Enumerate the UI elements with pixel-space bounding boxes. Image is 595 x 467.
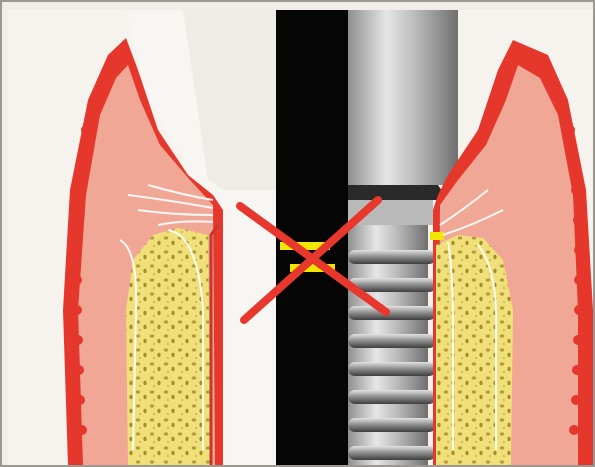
implant-abutment xyxy=(348,10,458,185)
implant-panel xyxy=(348,10,593,465)
illustration-svg xyxy=(8,10,593,465)
dental-comparison-illustration xyxy=(8,10,593,465)
natural-tooth-panel xyxy=(8,10,278,465)
